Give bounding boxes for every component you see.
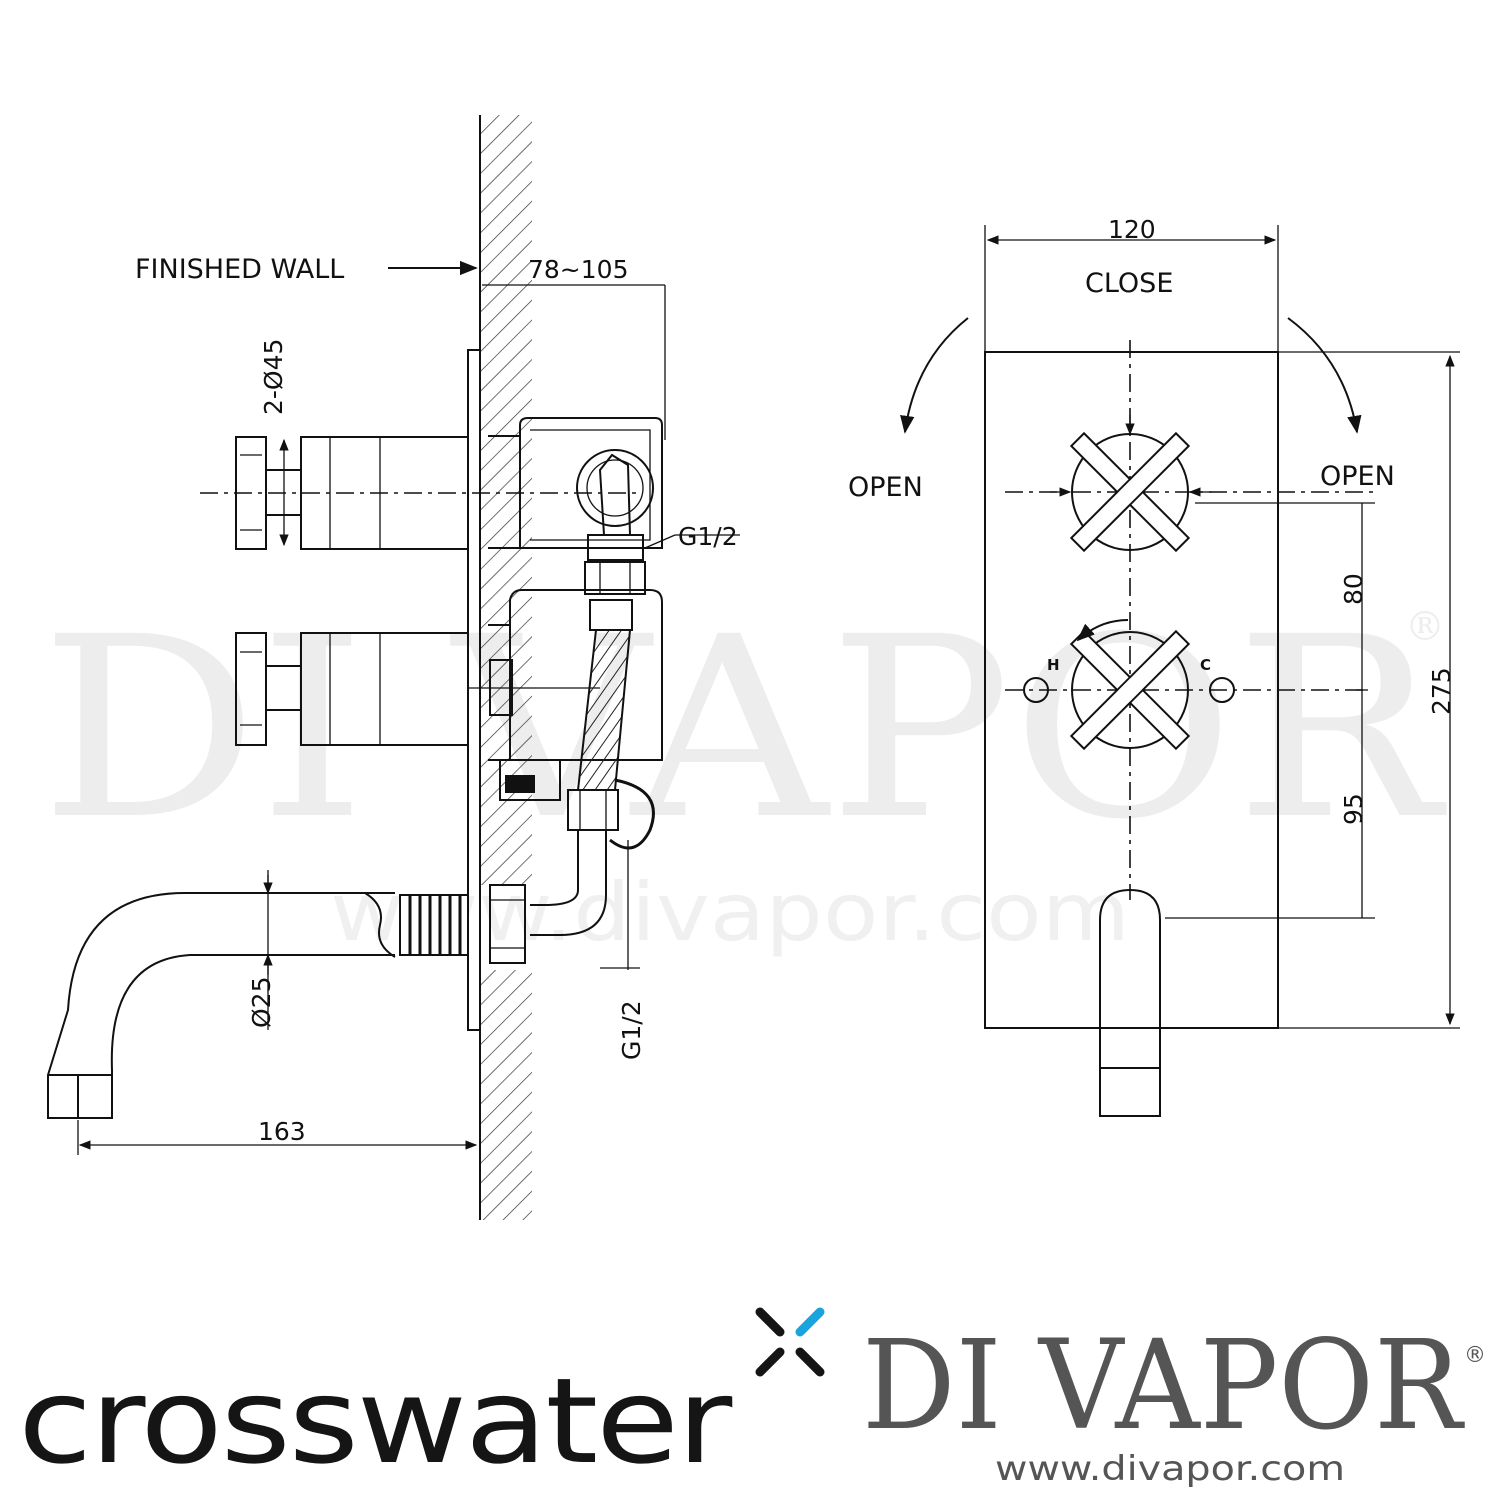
upper-handle xyxy=(200,436,640,550)
wall-hatch-lower xyxy=(480,970,532,1220)
dimension-80: 80 xyxy=(1339,573,1368,605)
watermark-text: DI VAPOR xyxy=(40,583,1447,874)
lower-valve-body xyxy=(509,589,663,761)
front-spout xyxy=(1099,888,1161,1117)
watermark: DI VAPOR ® www.divapor.com xyxy=(40,583,1447,959)
spout xyxy=(47,892,395,1119)
crosswater-wordmark: crosswater xyxy=(18,1352,733,1490)
inlet-thread-top: G1/2 xyxy=(678,522,738,551)
finished-wall-label: FINISHED WALL xyxy=(135,254,344,285)
dimension-95: 95 xyxy=(1339,793,1368,825)
spout-length-dimension: 163 xyxy=(258,1117,306,1146)
side-view: FINISHED WALL 78~105 2-Ø45 xyxy=(47,115,740,1220)
handle-diameter-dimension: 2-Ø45 xyxy=(259,339,288,415)
hot-mark: H xyxy=(1047,656,1060,674)
spout-diameter-dimension: Ø25 xyxy=(247,977,276,1029)
divapor-logo: DI VAPOR ® www.divapor.com xyxy=(862,1314,1486,1489)
lower-cross-handle: H C xyxy=(1005,619,1365,751)
inlet-thread-bottom: G1/2 xyxy=(617,1000,646,1060)
open-label-right: OPEN xyxy=(1320,461,1395,492)
divapor-reg-mark: ® xyxy=(1464,1343,1486,1368)
close-label: CLOSE xyxy=(1085,268,1173,299)
lower-handle xyxy=(235,632,600,746)
crosswater-logo: crosswater xyxy=(18,1307,825,1490)
divapor-wordmark: DI VAPOR xyxy=(862,1314,1465,1458)
front-width-dimension: 120 xyxy=(1108,215,1156,244)
depth-dimension: 78~105 xyxy=(528,255,628,284)
divapor-url: www.divapor.com xyxy=(995,1449,1345,1489)
cold-mark: C xyxy=(1200,656,1211,674)
watermark-reg-mark: ® xyxy=(1405,604,1445,650)
crosswater-x-icon xyxy=(755,1307,825,1377)
upper-valve-body xyxy=(519,417,663,549)
upper-cross-handle xyxy=(1005,415,1375,553)
front-view: 120 CLOSE OPEN OPEN xyxy=(848,215,1460,1117)
dimension-275: 275 xyxy=(1427,667,1456,715)
wall-hatch xyxy=(480,115,532,885)
open-label-left: OPEN xyxy=(848,472,923,503)
